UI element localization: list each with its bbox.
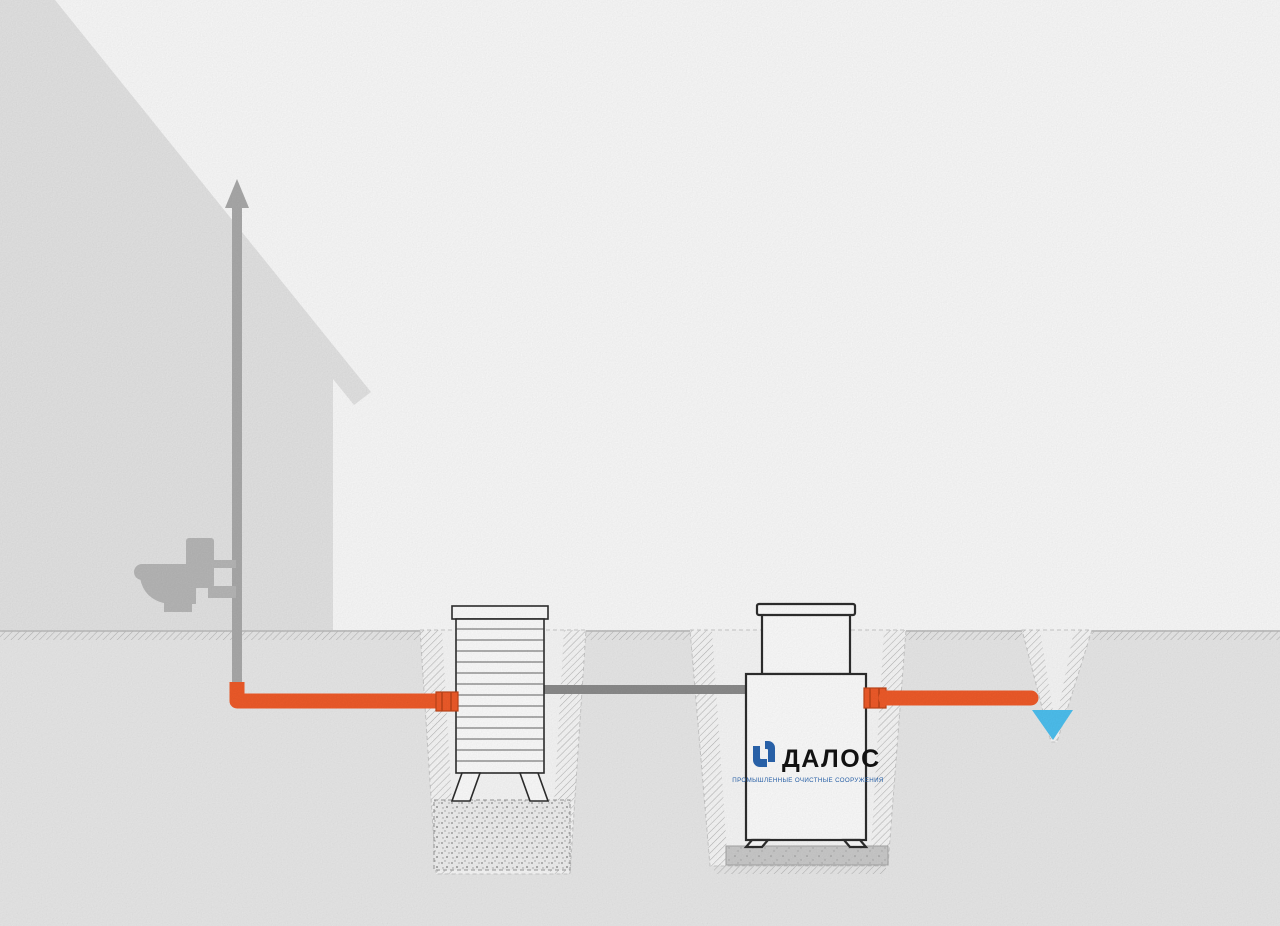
surface-hatch-4 — [1092, 631, 1280, 640]
tank2-neck — [760, 610, 852, 676]
toilet-base — [164, 600, 192, 612]
pit1-gravel-bed — [433, 799, 571, 871]
ground-background — [0, 630, 1280, 926]
transfer-pipe — [544, 685, 748, 694]
inlet-coupling — [435, 691, 459, 712]
vent-pipe-riser — [232, 196, 242, 688]
toilet-seat — [134, 564, 196, 580]
tank2-lid — [755, 602, 857, 617]
dalos-logo-tagline: ПРОМЫШЛЕННЫЕ ОЧИСТНЫЕ СООРУЖЕНИЯ — [732, 777, 883, 784]
surface-hatch-3 — [906, 631, 1022, 640]
toilet-supply-stub — [212, 560, 236, 568]
surface-hatch-2 — [586, 631, 690, 640]
surface-hatch-1 — [0, 631, 420, 640]
tank1-cap — [451, 605, 549, 620]
dalos-logo-text: ДАЛОС — [782, 745, 881, 773]
pit2-concrete-slab — [725, 845, 889, 866]
toilet-drain-stub — [208, 586, 236, 598]
dalos-logo: ДАЛОС ПРОМЫШЛЕННЫЕ ОЧИСТНЫЕ СООРУЖЕНИЯ — [732, 741, 883, 784]
septic-tank-1 — [450, 605, 550, 802]
